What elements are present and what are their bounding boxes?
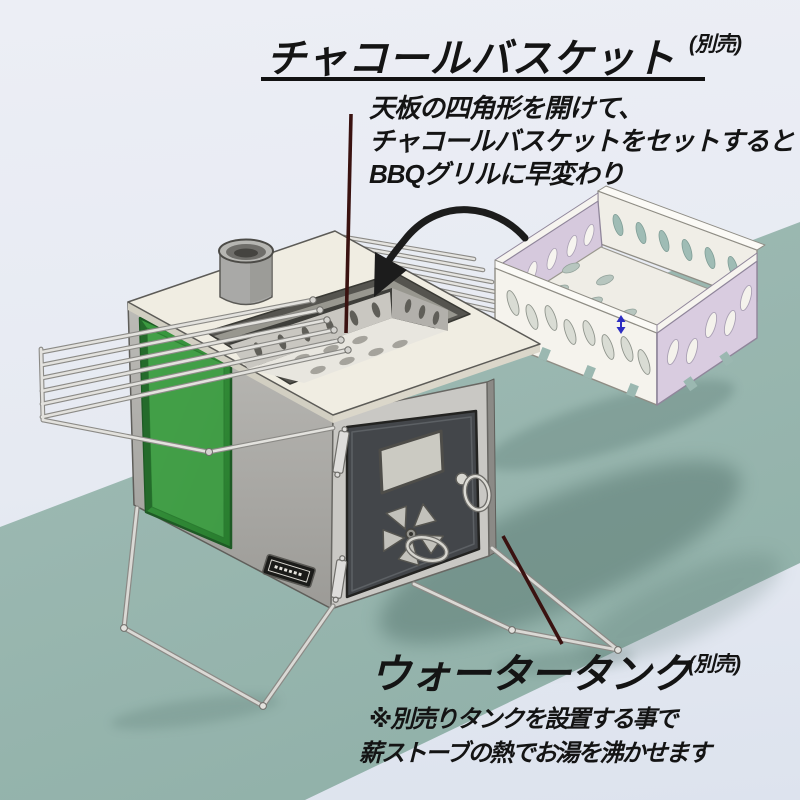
vent-ring-pull-icon (404, 534, 450, 564)
water-tank-sold-separately-badge: (別売) (688, 653, 741, 676)
water-tank-note-line-2: 薪ストーブの熱でお湯を沸かせます (359, 740, 712, 767)
leader-line-bottom (501, 535, 564, 645)
blue-dimension-marker-icon (616, 315, 626, 334)
description-line-2: チャコールバスケットをセットすると (369, 126, 795, 156)
charcoal-basket-title: チャコールバスケット (266, 37, 676, 81)
title-underline (261, 77, 705, 81)
basket-front-slots (506, 290, 651, 375)
door-handle-ring-icon (455, 472, 492, 513)
charcoal-basket-sold-separately-badge: (別売) (689, 33, 742, 56)
stove-body (127, 230, 541, 610)
charcoal-basket-product (494, 185, 766, 406)
brand-plate (262, 553, 316, 589)
leader-lines (344, 113, 564, 645)
chimney-pipe (218, 238, 274, 306)
description-line-3: BBQグリルに早変わり (369, 159, 625, 189)
stove-door (330, 409, 492, 603)
basket-notches (538, 346, 734, 398)
water-tank-note-line-1: ※別売りタンクを設置する事で (369, 706, 678, 733)
water-tank-title: ウォータータンク (370, 651, 691, 697)
side-rack-left (38, 296, 352, 456)
stove-legs (120, 505, 622, 710)
down-arrow-icon (374, 206, 529, 297)
ground-shadows (110, 379, 781, 730)
basket-right-slots (666, 284, 753, 366)
leader-line-top (344, 113, 353, 334)
door-window (378, 429, 445, 495)
charcoal-basket-description: 天板の四角形を開けて、 チャコールバスケットをセットすると BBQグリルに早変わ… (369, 92, 795, 191)
door-hinges (330, 426, 350, 603)
description-line-1: 天板の四角形を開けて、 (369, 93, 644, 123)
